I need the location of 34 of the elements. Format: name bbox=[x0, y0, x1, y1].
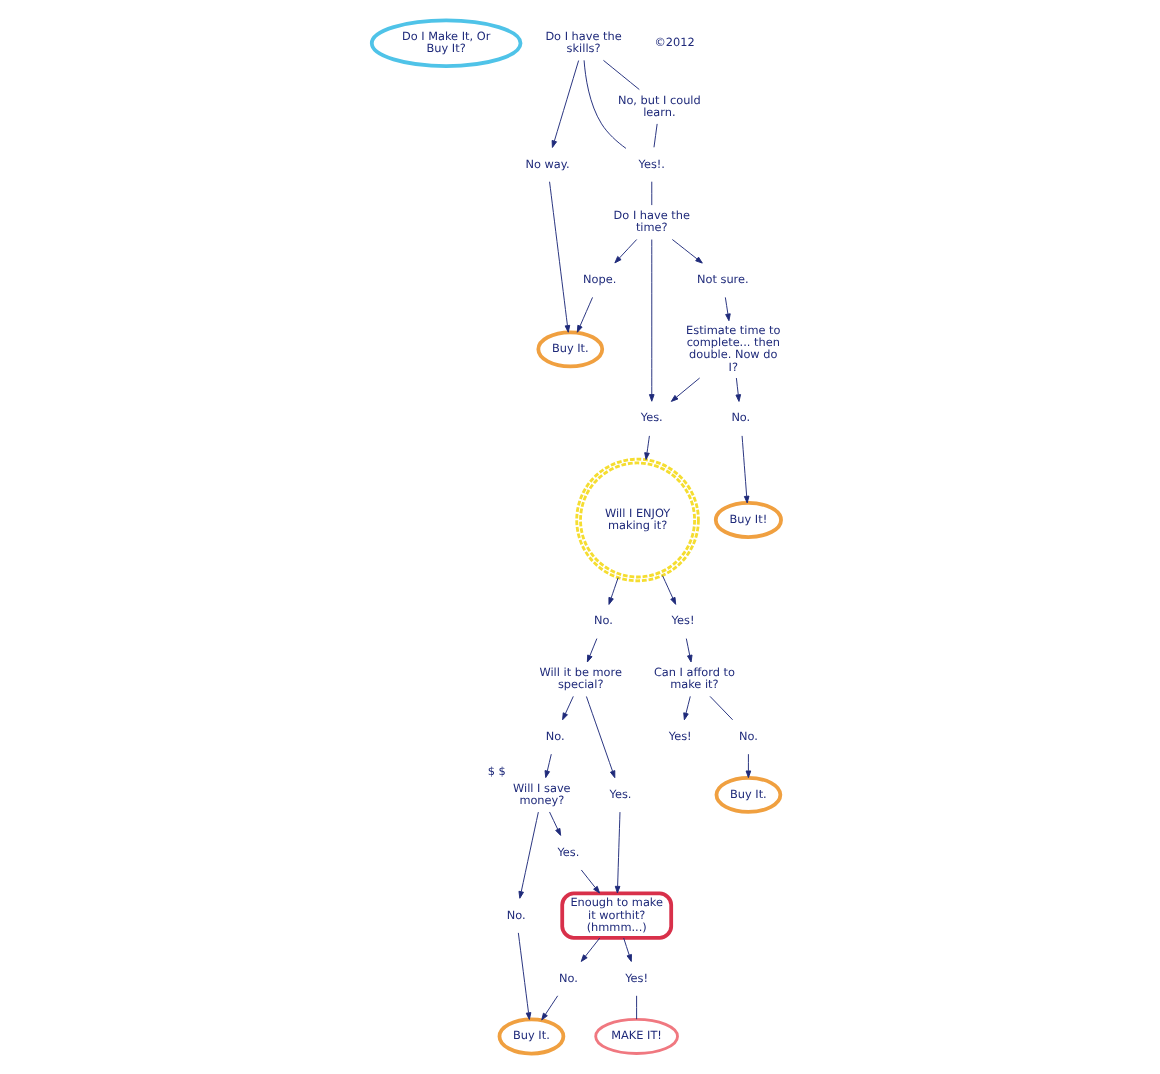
connector bbox=[653, 123, 658, 148]
connector bbox=[583, 59, 627, 149]
connector bbox=[651, 181, 653, 206]
arrow bbox=[551, 60, 580, 148]
arrow bbox=[585, 696, 616, 779]
arrow bbox=[580, 869, 600, 894]
arrow bbox=[549, 811, 562, 836]
arrow bbox=[614, 811, 621, 894]
arrow bbox=[648, 239, 655, 402]
arrow bbox=[644, 435, 650, 460]
connector bbox=[603, 59, 640, 90]
arrow bbox=[685, 638, 693, 663]
arrow bbox=[541, 995, 559, 1021]
arrow bbox=[735, 377, 742, 402]
arrow bbox=[608, 577, 619, 605]
arrow bbox=[580, 937, 601, 962]
arrow bbox=[670, 377, 701, 402]
arrow bbox=[623, 937, 632, 962]
arrow bbox=[517, 932, 532, 1020]
arrow bbox=[671, 239, 703, 264]
arrow bbox=[683, 695, 691, 721]
arrow bbox=[741, 435, 750, 504]
arrow bbox=[745, 753, 752, 779]
arrow bbox=[662, 575, 677, 605]
arrow bbox=[576, 296, 593, 333]
arrow bbox=[518, 811, 539, 899]
connector bbox=[636, 995, 638, 1020]
arrow bbox=[586, 638, 598, 663]
arrow bbox=[562, 695, 574, 721]
arrow bbox=[549, 181, 571, 333]
arrow bbox=[614, 239, 638, 264]
arrow bbox=[724, 296, 731, 322]
connector bbox=[709, 695, 734, 721]
arrow bbox=[544, 753, 552, 779]
